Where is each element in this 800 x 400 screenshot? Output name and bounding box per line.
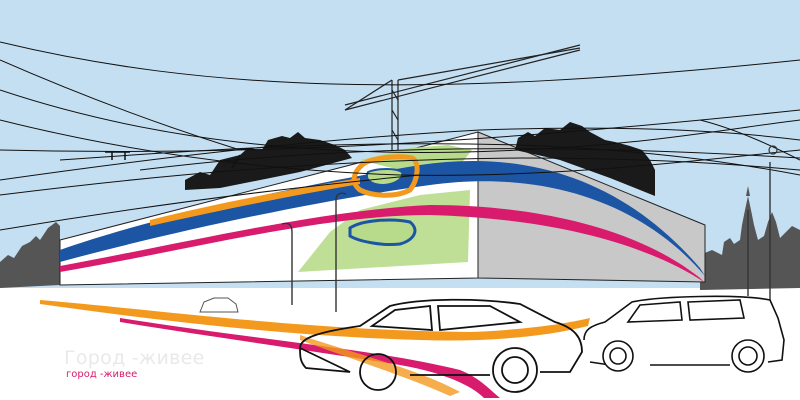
suv-car <box>583 295 785 373</box>
ground-orange-streak <box>300 335 460 396</box>
construction-crane <box>344 44 581 150</box>
overhead-wires <box>0 41 800 231</box>
orange-blob-outline <box>351 154 420 198</box>
right-skyline <box>700 196 800 290</box>
left-skyline <box>0 222 60 288</box>
street-lamps <box>281 162 771 312</box>
magenta-stripe <box>60 205 704 282</box>
watermark-text: Город -живее <box>64 347 205 369</box>
rooftop-left-silhouette <box>185 132 352 190</box>
trolley-poles <box>105 151 241 169</box>
caption-text: город -живее <box>66 369 138 380</box>
lamp-globe <box>768 145 778 155</box>
orange-stripe <box>150 178 360 226</box>
tower-spire <box>746 186 750 196</box>
green-blob-upper <box>366 168 404 187</box>
distant-car <box>199 297 239 313</box>
ground-magenta-stripe <box>120 318 500 398</box>
ground-orange-stripe <box>40 300 590 341</box>
sedan-car <box>299 298 583 393</box>
green-blob-lower <box>348 218 417 246</box>
